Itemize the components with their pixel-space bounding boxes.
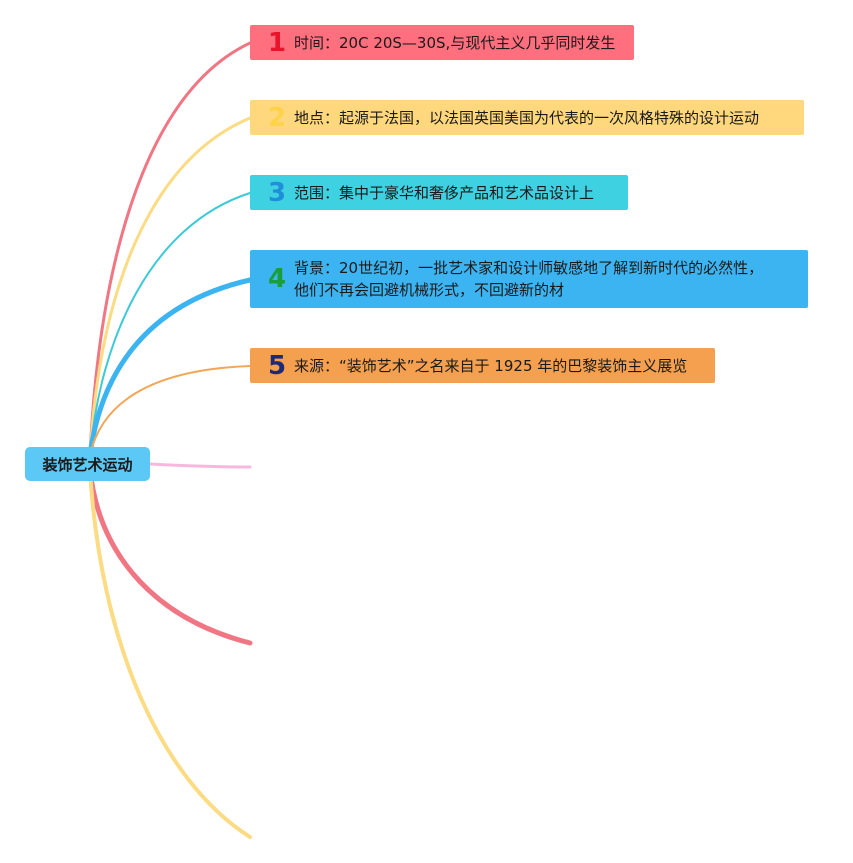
number-1-icon: 1 — [268, 27, 287, 58]
number-5-icon: 5 — [268, 350, 287, 381]
branch-line-4 — [87, 277, 253, 458]
topic-text: 来源：“装饰艺术”之名来自于 1925 年的巴黎装饰主义展览 — [294, 356, 688, 375]
topic-text: 范围：集中于豪华和奢侈产品和艺术品设计上 — [294, 183, 595, 202]
topic-text: 时间：20C 20S—30S,与现代主义几乎同时发生 — [294, 33, 616, 52]
number-3-icon: 3 — [268, 177, 287, 208]
topic-text: 地点：起源于法国，以法国英国美国为代表的一次风格特殊的设计运动 — [294, 108, 760, 127]
branch-line-empty-1 — [148, 462, 252, 469]
topic-node-background[interactable]: 4 背景：20世纪初，一批艺术家和设计师敏感地了解到新时代的必然性， 他们不再会… — [250, 250, 808, 308]
root-topic-label: 装饰艺术运动 — [42, 455, 133, 474]
branch-line-3 — [89, 192, 251, 456]
branch-line-empty-3 — [88, 468, 252, 839]
topic-node-time[interactable]: 1 时间：20C 20S—30S,与现代主义几乎同时发生 — [250, 25, 634, 60]
topic-node-scope[interactable]: 3 范围：集中于豪华和奢侈产品和艺术品设计上 — [250, 175, 628, 210]
branch-line-empty-2 — [87, 467, 253, 646]
topic-node-origin[interactable]: 5 来源：“装饰艺术”之名来自于 1925 年的巴黎装饰主义展览 — [250, 348, 715, 383]
branch-line-1 — [88, 41, 252, 457]
number-4-icon: 4 — [268, 264, 287, 294]
branch-line-5 — [89, 365, 251, 456]
root-topic[interactable]: 装饰艺术运动 — [25, 447, 150, 481]
number-2-icon: 2 — [268, 102, 287, 133]
topic-text: 背景：20世纪初，一批艺术家和设计师敏感地了解到新时代的必然性， 他们不再会回避… — [294, 259, 764, 299]
branch-line-2 — [88, 116, 252, 457]
topic-node-location[interactable]: 2 地点：起源于法国，以法国英国美国为代表的一次风格特殊的设计运动 — [250, 100, 804, 135]
